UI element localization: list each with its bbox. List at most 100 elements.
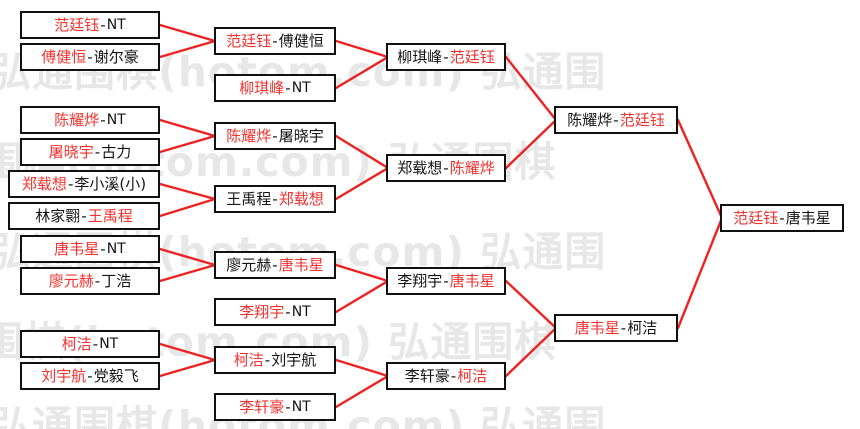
player-loser: 丁浩 bbox=[101, 271, 132, 290]
player-loser: 傅健恒 bbox=[278, 31, 324, 50]
separator: - bbox=[285, 78, 291, 97]
separator: - bbox=[779, 208, 785, 227]
player-loser: 刘宇航 bbox=[271, 350, 317, 369]
player-winner: 范廷钰 bbox=[733, 208, 779, 227]
separator: - bbox=[94, 142, 101, 161]
player-winner: 屠晓宇 bbox=[48, 142, 94, 161]
match-box[interactable]: 李轩豪-NT bbox=[214, 393, 336, 421]
player-winner: 唐韦星 bbox=[574, 318, 620, 337]
player-winner: 范廷钰 bbox=[54, 15, 100, 34]
player-loser: 王禹程 bbox=[226, 189, 272, 208]
player-loser: 廖元赫 bbox=[226, 255, 272, 274]
match-box[interactable]: 李轩豪-柯洁 bbox=[386, 362, 506, 390]
player-loser: 唐韦星 bbox=[785, 208, 831, 227]
player-winner: 柯洁 bbox=[457, 366, 488, 385]
player-winner: 陈耀烨 bbox=[54, 110, 100, 129]
separator: - bbox=[87, 47, 93, 66]
player-winner: 范廷钰 bbox=[449, 47, 495, 66]
separator: - bbox=[613, 110, 619, 129]
player-winner: 唐韦星 bbox=[54, 239, 100, 258]
player-loser: 李小溪(小) bbox=[74, 174, 147, 193]
separator: - bbox=[67, 174, 74, 193]
player-loser: 李翔宇 bbox=[397, 271, 443, 290]
match-box[interactable]: 陈耀烨-NT bbox=[20, 106, 160, 134]
match-box[interactable]: 廖元赫-丁浩 bbox=[20, 267, 160, 295]
player-winner: 唐韦星 bbox=[449, 271, 495, 290]
separator: - bbox=[272, 255, 278, 274]
separator: - bbox=[443, 47, 449, 66]
match-box[interactable]: 廖元赫-唐韦星 bbox=[214, 251, 336, 279]
player-winner: 唐韦星 bbox=[278, 255, 324, 274]
separator: - bbox=[94, 271, 101, 290]
match-box[interactable]: 范廷钰-NT bbox=[20, 11, 160, 39]
separator: - bbox=[285, 302, 291, 321]
player-winner: 范廷钰 bbox=[619, 110, 665, 129]
match-box[interactable]: 刘宇航-党毅飞 bbox=[20, 362, 160, 390]
player-winner: 李翔宇 bbox=[239, 302, 285, 321]
player-loser: 陈耀烨 bbox=[567, 110, 613, 129]
player-loser: NT bbox=[99, 336, 119, 352]
separator: - bbox=[264, 350, 271, 369]
player-winner: 柳琪峰 bbox=[239, 78, 285, 97]
player-loser: NT bbox=[106, 241, 126, 257]
player-loser: 林家翾 bbox=[35, 206, 81, 225]
separator: - bbox=[92, 334, 99, 353]
separator: - bbox=[272, 126, 278, 145]
match-box[interactable]: 柳琪峰-NT bbox=[214, 74, 336, 102]
match-box[interactable]: 陈耀烨-范廷钰 bbox=[554, 106, 678, 134]
player-loser: 柯洁 bbox=[627, 318, 658, 337]
player-winner: 傅健恒 bbox=[41, 47, 87, 66]
match-box[interactable]: 李翔宇-NT bbox=[214, 298, 336, 326]
player-loser: NT bbox=[106, 17, 126, 33]
player-loser: 谢尔豪 bbox=[93, 47, 139, 66]
match-box[interactable]: 柳琪峰-范廷钰 bbox=[386, 43, 506, 71]
player-winner: 刘宇航 bbox=[41, 366, 87, 385]
player-loser: 李轩豪 bbox=[404, 366, 450, 385]
match-box[interactable]: 唐韦星-NT bbox=[20, 235, 160, 263]
player-loser: NT bbox=[106, 112, 126, 128]
match-box[interactable]: 李翔宇-唐韦星 bbox=[386, 267, 506, 295]
separator: - bbox=[272, 189, 278, 208]
player-loser: 屠晓宇 bbox=[278, 126, 324, 145]
match-box[interactable]: 柯洁-刘宇航 bbox=[214, 346, 336, 374]
match-box[interactable]: 屠晓宇-古力 bbox=[20, 138, 160, 166]
player-winner: 陈耀烨 bbox=[226, 126, 272, 145]
separator: - bbox=[100, 15, 106, 34]
player-winner: 范廷钰 bbox=[226, 31, 272, 50]
separator: - bbox=[87, 366, 93, 385]
player-loser: 党毅飞 bbox=[93, 366, 139, 385]
match-box[interactable]: 林家翾-王禹程 bbox=[8, 202, 160, 230]
player-winner: 王禹程 bbox=[87, 206, 133, 225]
match-box[interactable]: 王禹程-郑载想 bbox=[214, 185, 336, 213]
separator: - bbox=[443, 271, 449, 290]
separator: - bbox=[620, 318, 627, 337]
match-box[interactable]: 郑载想-陈耀烨 bbox=[386, 154, 506, 182]
player-winner: 陈耀烨 bbox=[449, 158, 495, 177]
separator: - bbox=[81, 206, 87, 225]
match-box[interactable]: 范廷钰-傅健恒 bbox=[214, 27, 336, 55]
player-loser: 古力 bbox=[101, 142, 132, 161]
match-box[interactable]: 陈耀烨-屠晓宇 bbox=[214, 122, 336, 150]
separator: - bbox=[450, 366, 457, 385]
player-loser: 郑载想 bbox=[397, 158, 443, 177]
match-box[interactable]: 唐韦星-柯洁 bbox=[554, 314, 678, 342]
separator: - bbox=[100, 110, 106, 129]
match-box[interactable]: 傅健恒-谢尔豪 bbox=[20, 43, 160, 71]
separator: - bbox=[100, 239, 106, 258]
player-loser: NT bbox=[291, 80, 311, 96]
player-winner: 郑载想 bbox=[278, 189, 324, 208]
match-box[interactable]: 柯洁-NT bbox=[20, 330, 160, 358]
separator: - bbox=[443, 158, 449, 177]
player-loser: NT bbox=[291, 304, 311, 320]
player-winner: 柯洁 bbox=[61, 334, 92, 353]
player-winner: 李轩豪 bbox=[239, 397, 285, 416]
separator: - bbox=[285, 397, 291, 416]
match-box[interactable]: 郑载想-李小溪(小) bbox=[8, 170, 160, 198]
player-winner: 郑载想 bbox=[21, 174, 67, 193]
player-loser: NT bbox=[291, 399, 311, 415]
player-winner: 柯洁 bbox=[233, 350, 264, 369]
match-box-final[interactable]: 范廷钰-唐韦星 bbox=[720, 204, 844, 232]
player-loser: 柳琪峰 bbox=[397, 47, 443, 66]
separator: - bbox=[272, 31, 278, 50]
